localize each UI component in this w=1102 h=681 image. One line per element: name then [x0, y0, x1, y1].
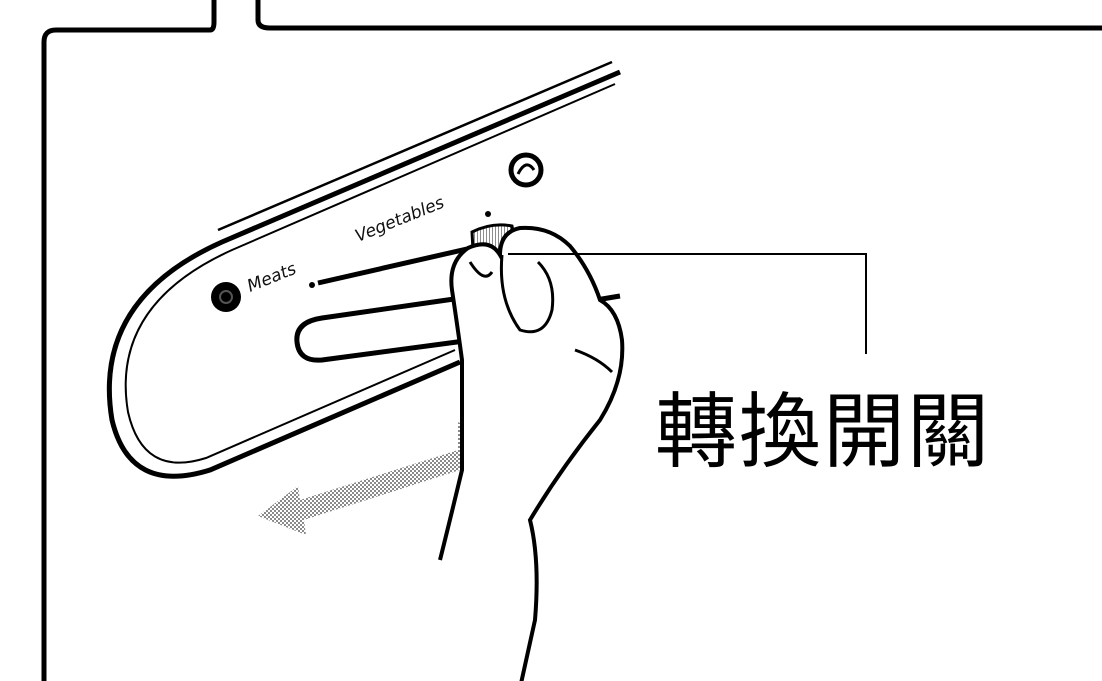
callout-leader-line — [508, 253, 867, 354]
scale-dot-right — [485, 211, 491, 217]
hand-finger-line — [574, 348, 614, 374]
hand-thumb-line — [499, 254, 555, 334]
meats-label: Meats — [244, 259, 299, 297]
switch-callout-label: 轉換開關 — [655, 385, 992, 480]
meats-indicator-icon — [211, 282, 241, 312]
scale-dot-left — [309, 282, 315, 288]
slider-slot — [294, 293, 476, 363]
hand-icon — [438, 225, 625, 681]
control-panel-inner-edge — [124, 83, 616, 464]
meats-indicator-highlight — [219, 290, 233, 304]
scale-strip — [317, 243, 481, 286]
hand-knuckle-line — [468, 261, 494, 278]
slide-direction-arrow — [258, 422, 505, 535]
panel-frame — [41, 0, 1102, 681]
vegetables-indicator-mark — [516, 163, 536, 175]
vegetables-indicator-icon — [508, 152, 544, 188]
control-panel-outer-line — [217, 60, 613, 232]
vegetables-label: Vegetables — [352, 193, 447, 247]
control-panel-plate — [106, 69, 621, 479]
